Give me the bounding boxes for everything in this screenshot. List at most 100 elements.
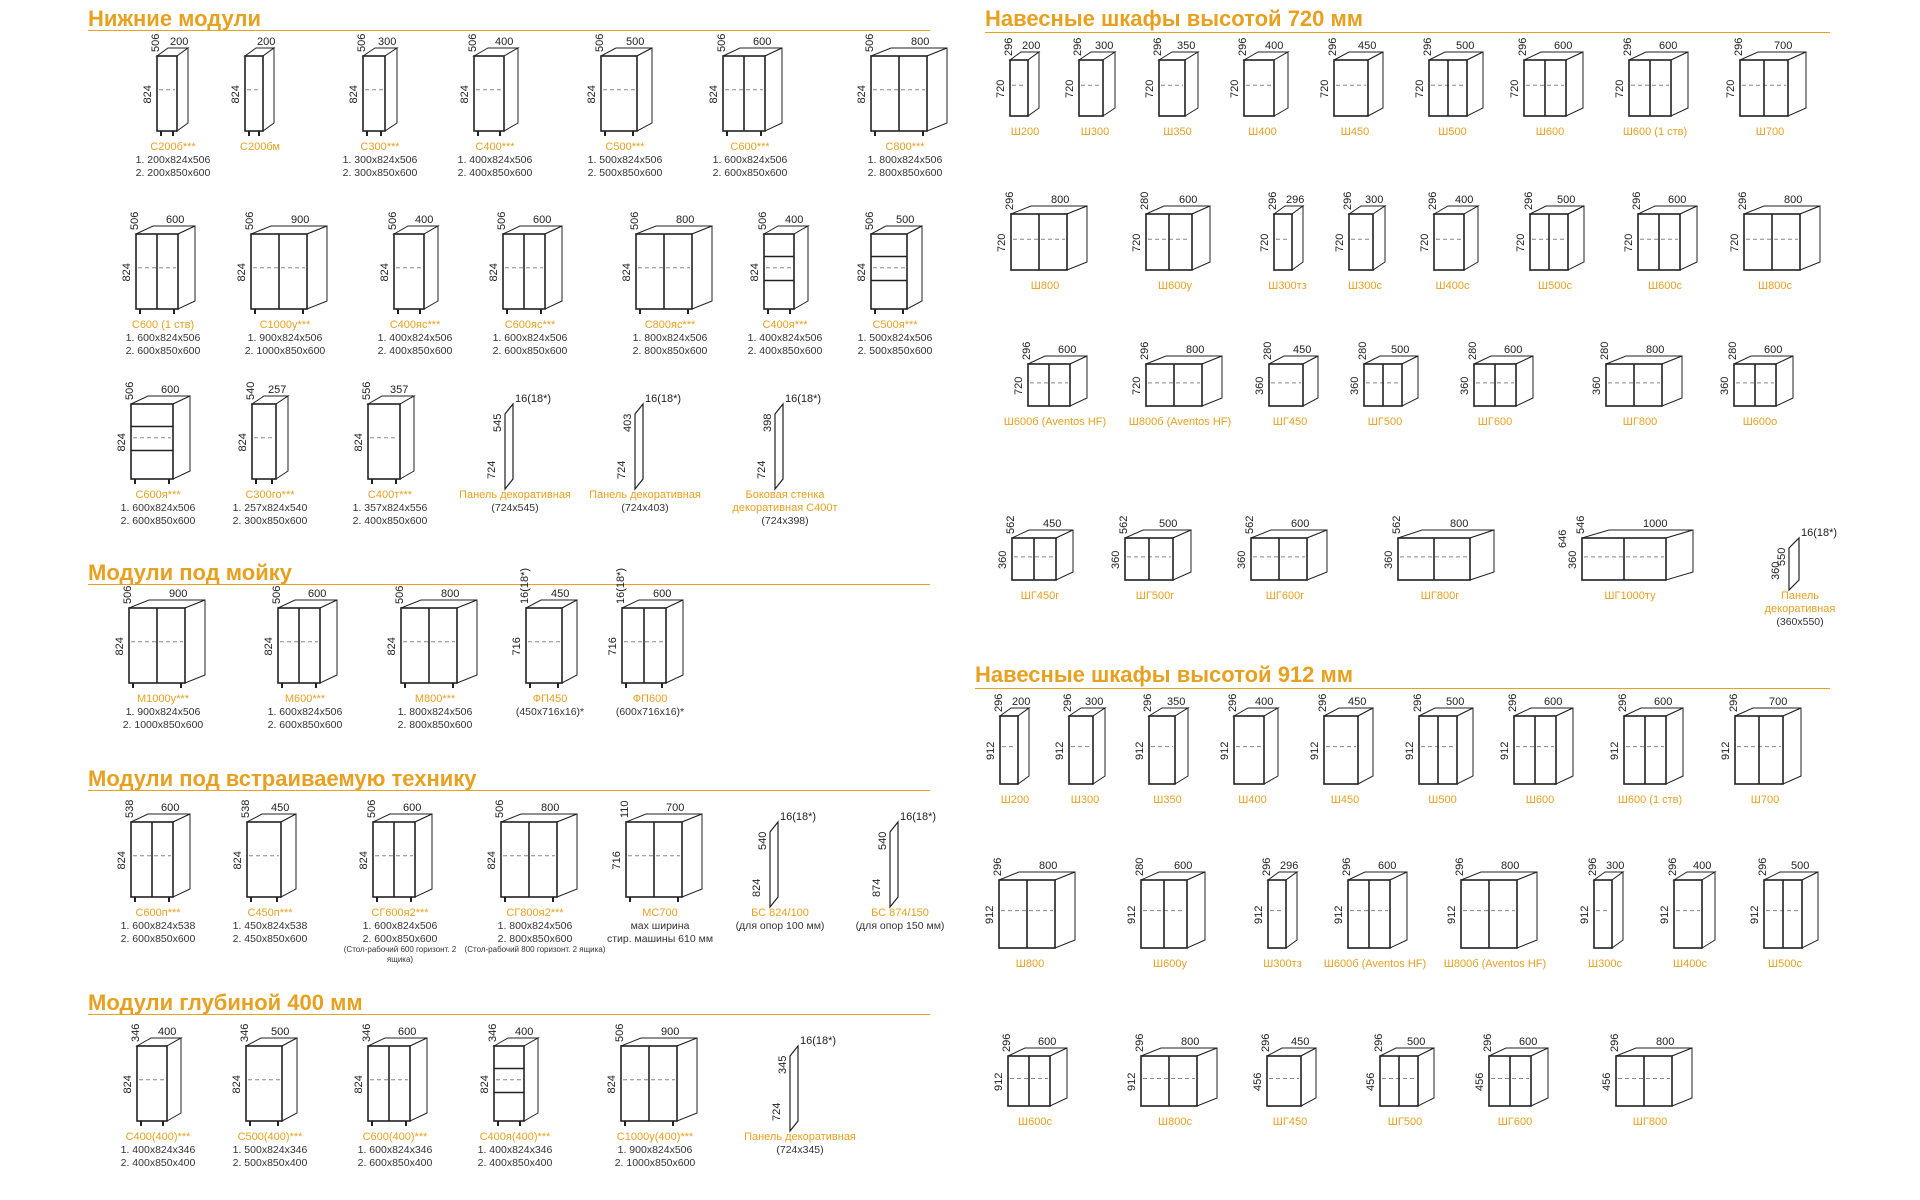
dim-height: 724: [486, 461, 498, 479]
panel-shape: [889, 820, 899, 909]
dim-depth: 346: [361, 1024, 373, 1042]
module-size: 1. 500x824x506: [857, 332, 933, 344]
dim-width: 257: [268, 384, 286, 396]
module-size: 1. 450x824x538: [232, 920, 308, 932]
dim-width: 700: [1769, 696, 1787, 708]
dim-width: 16(18*): [800, 1035, 836, 1047]
dim-height: 720: [1419, 234, 1431, 252]
dim-height: 360: [1459, 377, 1471, 395]
cabinet-side: [1665, 707, 1684, 785]
cabinet-side: [503, 47, 519, 132]
module-code: ШГ800: [1622, 416, 1658, 428]
dim-height: 724: [771, 1103, 783, 1121]
dim-height: 912: [1499, 742, 1511, 760]
dim-height: 360: [1254, 377, 1266, 395]
cabinet-side: [1291, 205, 1304, 271]
dim-height: 912: [1126, 1073, 1138, 1091]
dim-depth: 506: [716, 34, 728, 52]
dim-width: 500: [626, 36, 644, 48]
dim-depth: 296: [1261, 858, 1273, 876]
cabinet-side: [1186, 871, 1206, 949]
dim-width: 500: [1159, 518, 1177, 530]
dim-height: 912: [1579, 906, 1591, 924]
module-code: ШГ450: [1272, 1116, 1308, 1128]
module-size: 1. 500x824x346: [232, 1144, 308, 1156]
dim-width: 500: [1456, 40, 1474, 52]
cabinet-side: [926, 47, 948, 132]
cabinet-side: [414, 813, 433, 898]
dim-height: 360: [1591, 377, 1603, 395]
module-code: С600***: [730, 141, 770, 153]
dim-height: 720: [1623, 234, 1635, 252]
module-code: Панель декоративная: [459, 489, 571, 501]
dim-depth: 296: [1517, 38, 1529, 56]
module-size: мах ширина: [630, 920, 690, 932]
dim-height: 824: [488, 263, 500, 281]
dim-height: 360: [1383, 551, 1395, 569]
dim-depth: 280: [1599, 342, 1611, 360]
module-size: 1. 600x824x506: [362, 920, 438, 932]
dim-width: 900: [291, 214, 309, 226]
module-code: С500***: [605, 141, 645, 153]
cabinet-front: [763, 233, 795, 310]
dim-height: 720: [995, 80, 1007, 98]
dim-height: 824: [121, 263, 133, 281]
dim-width: 500: [271, 1026, 289, 1038]
dim-height: 824: [486, 851, 498, 869]
module-size: (450x716x16)*: [515, 706, 585, 718]
dim-width: 16(18*): [900, 811, 936, 823]
dim-width: 900: [661, 1026, 679, 1038]
module-code: Ш800б (Aventos HF): [1443, 958, 1547, 970]
dim-width: 600: [753, 36, 771, 48]
module-code: Ш800: [1030, 280, 1060, 292]
cabinet-front: [1433, 213, 1465, 271]
cabinet-side: [1302, 355, 1319, 407]
module-code: ФП600: [632, 693, 668, 705]
dim-width: 800: [1051, 194, 1069, 206]
dim-width: 600: [1179, 194, 1197, 206]
module-code: Ш700: [1750, 794, 1780, 806]
dim-height: 360: [1719, 377, 1731, 395]
module-size: стир. машины 610 мм: [606, 932, 714, 945]
module-code: Ш300с: [1348, 280, 1382, 292]
section-title-depth400: Модули глубиной 400 мм: [88, 990, 363, 1015]
dim-height: 360: [1567, 551, 1579, 569]
cabinet-side: [184, 599, 206, 684]
cabinet-side: [1530, 1047, 1549, 1107]
module-size: 1. 400x824x506: [377, 332, 453, 344]
dim-height: 912: [993, 1073, 1005, 1091]
dim-depth: 506: [150, 34, 162, 52]
dim-height: 824: [856, 85, 868, 103]
